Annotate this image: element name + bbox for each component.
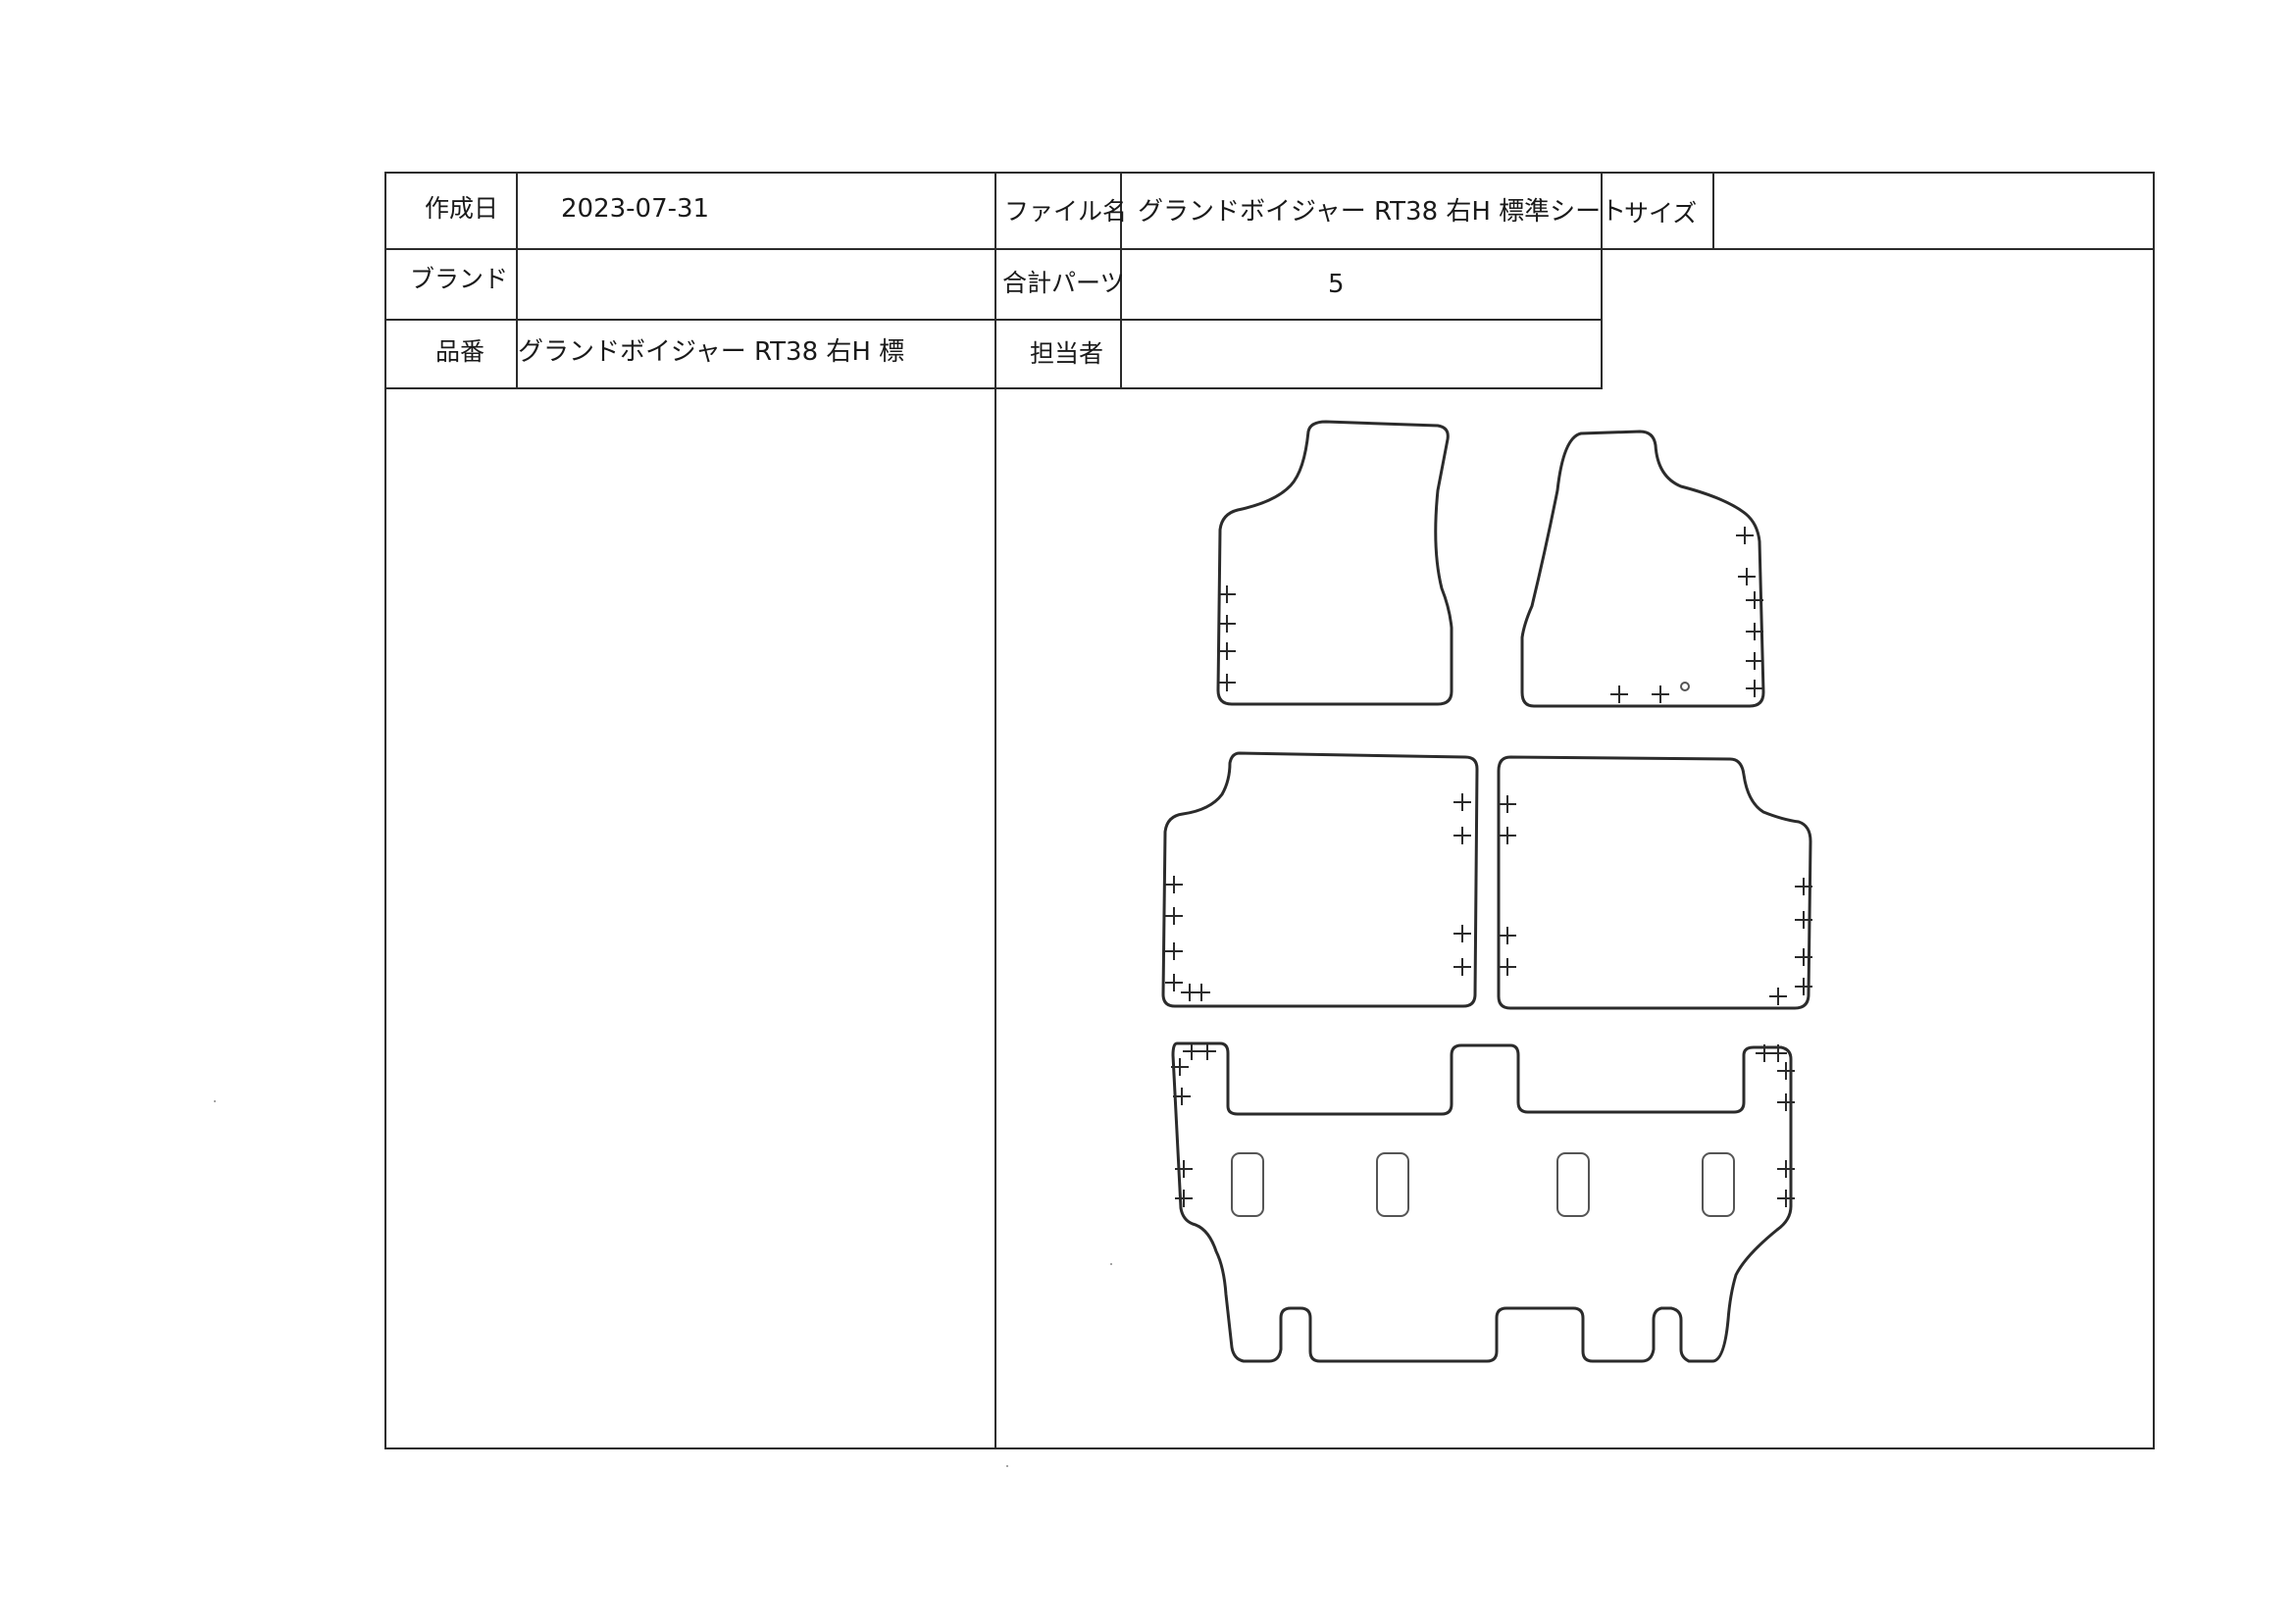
total-parts-label: 合計パーツ [1002,269,1125,297]
grid-line [384,319,1603,321]
brand-label: ブランド [410,265,509,293]
size-label: サイズ [1624,199,1698,228]
slot-marker [1556,1152,1590,1217]
created-date-value: 2023-07-31 [561,194,710,224]
second-row-left-mat [1161,751,1479,1008]
created-date-label: 作成日 [425,194,499,223]
third-row-mat [1171,1041,1793,1363]
cross-marks [1165,527,1812,1207]
scan-speck [214,1100,216,1102]
hole-marker [1680,682,1690,691]
grid-line [384,387,1603,389]
grid-line [384,248,2155,250]
filename-value: グランドボイジャー RT38 右H 標準シート [1138,197,1627,227]
part-number-label: 品番 [435,337,485,366]
sheet-frame [384,172,2155,1449]
grid-line [1120,172,1122,389]
scan-speck [1110,1263,1112,1265]
front-right-mat [1520,430,1765,708]
scan-speck [1006,1465,1008,1467]
part-number-value: グランドボイジャー RT38 右H 標 [518,337,905,367]
second-row-right-mat [1497,755,1812,1010]
slot-marker [1231,1152,1264,1217]
front-left-mat [1216,420,1453,706]
slot-marker [1702,1152,1735,1217]
grid-line [1601,172,1603,389]
grid-line [1712,172,1714,250]
grid-line [994,172,996,1449]
filename-label: ファイル名 [1004,197,1128,226]
slot-marker [1376,1152,1409,1217]
grid-line [516,172,518,389]
total-parts-value: 5 [1328,270,1345,299]
person-in-charge-label: 担当者 [1030,339,1104,368]
